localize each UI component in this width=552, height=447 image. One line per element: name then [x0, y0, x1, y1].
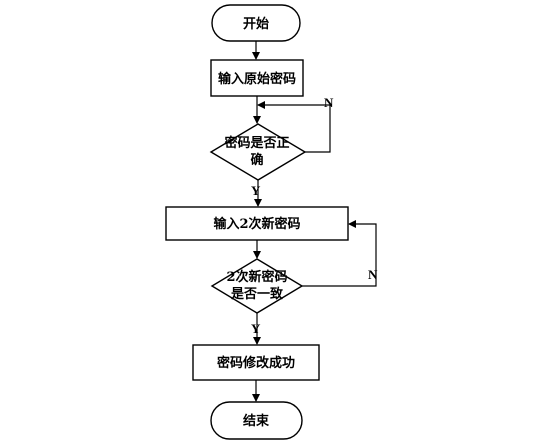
input-new-password-twice-label: 输入2次新密码: [213, 216, 300, 232]
password-change-success-box: [192, 344, 320, 381]
password-correct-decision: [209, 123, 307, 181]
passwords-match-decision: [210, 258, 304, 314]
input-original-password-box: [210, 59, 304, 97]
edge-password-no-loop: [257, 101, 331, 153]
edge-label-match-no: N: [368, 267, 378, 282]
edge-label-password-yes: Y: [251, 183, 261, 198]
start-label: 开始: [243, 16, 269, 32]
password-correct-label-line1: 密码是否正: [223, 135, 289, 151]
password-correct-label-line2: 确: [250, 152, 263, 168]
edge-label-password-no: N: [324, 95, 334, 110]
edge-label-match-yes: Y: [251, 321, 261, 336]
password-change-success-label: 密码修改成功: [216, 355, 295, 371]
passwords-match-label-line2: 是否一致: [230, 286, 284, 302]
edge-match-no-loop: [302, 220, 377, 287]
input-original-password-label: 输入原始密码: [218, 71, 296, 87]
end-terminal: [210, 401, 303, 440]
passwords-match-label-line1: 2次新密码: [226, 269, 287, 285]
end-label: 结束: [243, 413, 270, 429]
input-new-password-twice-box: [165, 206, 349, 241]
